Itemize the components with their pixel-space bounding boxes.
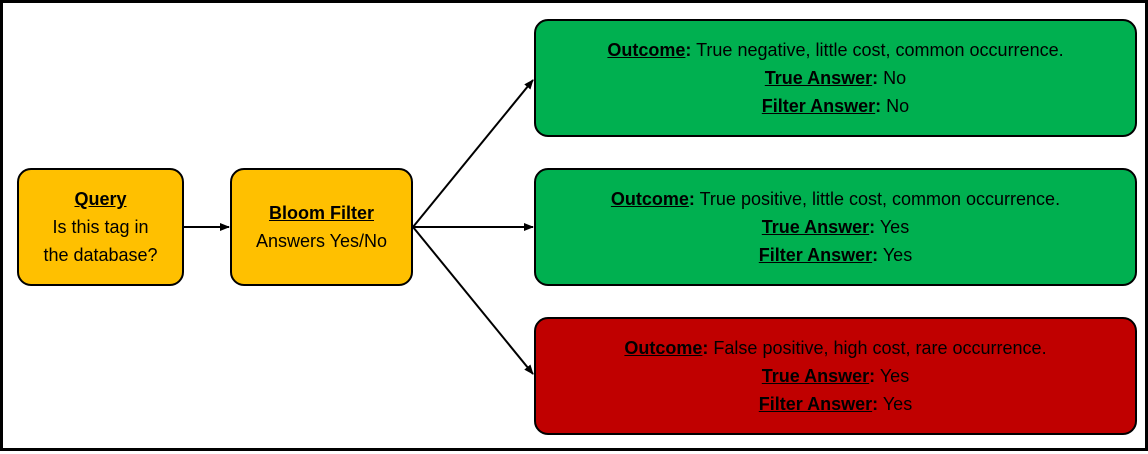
true-answer-line: True Answer: No — [764, 68, 907, 88]
filter-answer-line: Filter Answer: No — [761, 96, 910, 116]
outcome-line: Outcome: True positive, little cost, com… — [610, 189, 1061, 209]
filter-answer-label: Filter Answer — [758, 394, 873, 414]
query-box: Query Is this tag in the database? — [17, 168, 184, 286]
query-line-1: Is this tag in — [52, 217, 149, 237]
bloom-filter-box: Bloom Filter Answers Yes/No — [230, 168, 413, 286]
outcome-box-false-positive: Outcome: False positive, high cost, rare… — [534, 317, 1137, 435]
true-answer-value: Yes — [875, 217, 910, 237]
outcome-text: True negative, little cost, common occur… — [691, 40, 1064, 60]
bloom-filter-line-1: Answers Yes/No — [255, 231, 388, 251]
filter-answer-line: Filter Answer: Yes — [758, 245, 913, 265]
query-title: Query — [74, 189, 127, 209]
outcome-text: True positive, little cost, common occur… — [694, 189, 1061, 209]
outcome-label: Outcome — [624, 338, 703, 358]
filter-answer-label: Filter Answer — [758, 245, 873, 265]
true-answer-value: Yes — [875, 366, 910, 386]
outcome-line: Outcome: False positive, high cost, rare… — [624, 338, 1047, 358]
outcome-box-true-positive: Outcome: True positive, little cost, com… — [534, 168, 1137, 286]
arrow-bloom-to-outcome-3 — [412, 226, 534, 375]
filter-answer-value: Yes — [878, 394, 913, 414]
true-answer-label: True Answer — [761, 366, 870, 386]
true-answer-line: True Answer: Yes — [761, 366, 910, 386]
true-answer-label: True Answer — [761, 217, 870, 237]
true-answer-value: No — [878, 68, 907, 88]
outcome-box-true-negative: Outcome: True negative, little cost, com… — [534, 19, 1137, 137]
filter-answer-line: Filter Answer: Yes — [758, 394, 913, 414]
filter-answer-value: Yes — [878, 245, 913, 265]
outcome-text: False positive, high cost, rare occurren… — [708, 338, 1047, 358]
arrow-bloom-to-outcome-1 — [412, 79, 534, 228]
outcome-label: Outcome — [607, 40, 686, 60]
true-answer-label: True Answer — [764, 68, 873, 88]
query-line-2: the database? — [43, 245, 158, 265]
connector-arrows — [184, 79, 534, 375]
outcome-line: Outcome: True negative, little cost, com… — [607, 40, 1064, 60]
bloom-filter-title: Bloom Filter — [268, 203, 374, 223]
outcome-label: Outcome — [610, 189, 689, 209]
filter-answer-value: No — [881, 96, 910, 116]
filter-answer-label: Filter Answer — [761, 96, 876, 116]
true-answer-line: True Answer: Yes — [761, 217, 910, 237]
